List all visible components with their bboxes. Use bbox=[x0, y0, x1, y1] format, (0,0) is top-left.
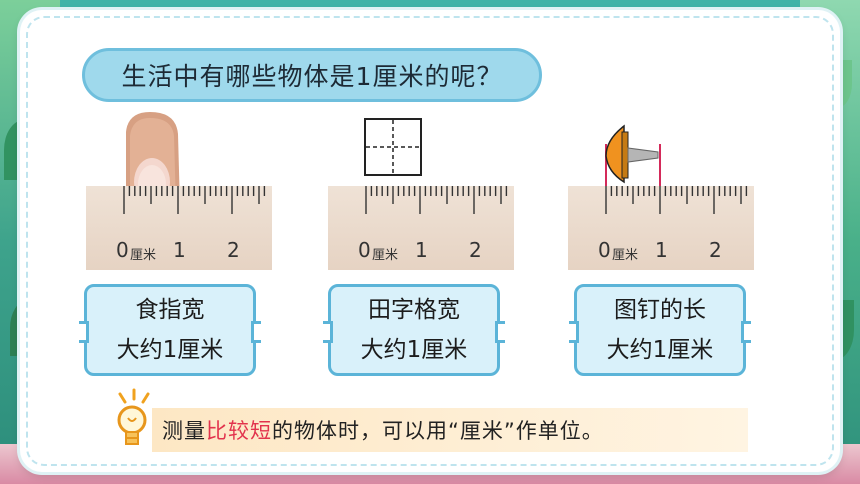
lightbulb-icon bbox=[117, 388, 150, 445]
ruler-ticks bbox=[365, 186, 508, 214]
tip-text-after: 的物体时，可以用“厘米”作单位。 bbox=[272, 419, 604, 443]
item-line1: 图钉的长 bbox=[614, 297, 706, 323]
tip-highlight: 比较短 bbox=[206, 419, 272, 443]
ruler-unit-label: 厘米 bbox=[130, 248, 157, 263]
question-text: 生活中有哪些物体是1厘米的呢？ bbox=[121, 62, 503, 91]
ruler-unit-label: 厘米 bbox=[372, 248, 399, 263]
item-label-box: 图钉的长 大约1厘米 bbox=[569, 284, 751, 376]
label-notch bbox=[495, 321, 505, 343]
item-line2: 大约1厘米 bbox=[116, 337, 224, 363]
tip-banner: 测量比较短的物体时，可以用“厘米”作单位。 bbox=[152, 408, 748, 452]
item-line1: 食指宽 bbox=[135, 297, 205, 323]
ruler: 0 厘米 1 2 bbox=[328, 186, 514, 270]
label-notch bbox=[569, 321, 579, 343]
item-line2: 大约1厘米 bbox=[606, 337, 714, 363]
ruler-one-label: 1 bbox=[655, 238, 668, 262]
ruler-zero-label: 0 bbox=[598, 238, 611, 262]
ruler-two-label: 2 bbox=[709, 238, 722, 262]
grid-square-icon bbox=[364, 118, 422, 176]
ruler-ticks bbox=[123, 186, 266, 214]
ruler-one-label: 1 bbox=[173, 238, 186, 262]
label-notch bbox=[251, 321, 261, 343]
label-notch bbox=[323, 321, 333, 343]
tip-text-before: 测量 bbox=[162, 419, 206, 443]
ruler-zero-label: 0 bbox=[116, 238, 129, 262]
ruler-two-label: 2 bbox=[469, 238, 482, 262]
label-notch bbox=[79, 321, 89, 343]
ruler-unit-label: 厘米 bbox=[612, 248, 639, 263]
label-notch bbox=[741, 321, 751, 343]
ruler-zero-label: 0 bbox=[358, 238, 371, 262]
ruler-ticks bbox=[605, 186, 748, 214]
item-label-box: 食指宽 大约1厘米 bbox=[79, 284, 261, 376]
ruler: 0 厘米 1 2 bbox=[86, 186, 272, 270]
content-card: 生活中有哪些物体是1厘米的呢？ 0 厘米 1 2 0 厘米 1 2 0 厘米 1 bbox=[20, 10, 840, 472]
ruler-one-label: 1 bbox=[415, 238, 428, 262]
item-line2: 大约1厘米 bbox=[360, 337, 468, 363]
item-label-box: 田字格宽 大约1厘米 bbox=[323, 284, 505, 376]
ruler: 0 厘米 1 2 bbox=[568, 186, 754, 270]
question-banner: 生活中有哪些物体是1厘米的呢？ bbox=[82, 48, 542, 102]
card-dashed-border bbox=[26, 16, 834, 466]
ruler-two-label: 2 bbox=[227, 238, 240, 262]
pushpin-icon bbox=[605, 124, 661, 196]
item-line1: 田字格宽 bbox=[368, 297, 460, 323]
